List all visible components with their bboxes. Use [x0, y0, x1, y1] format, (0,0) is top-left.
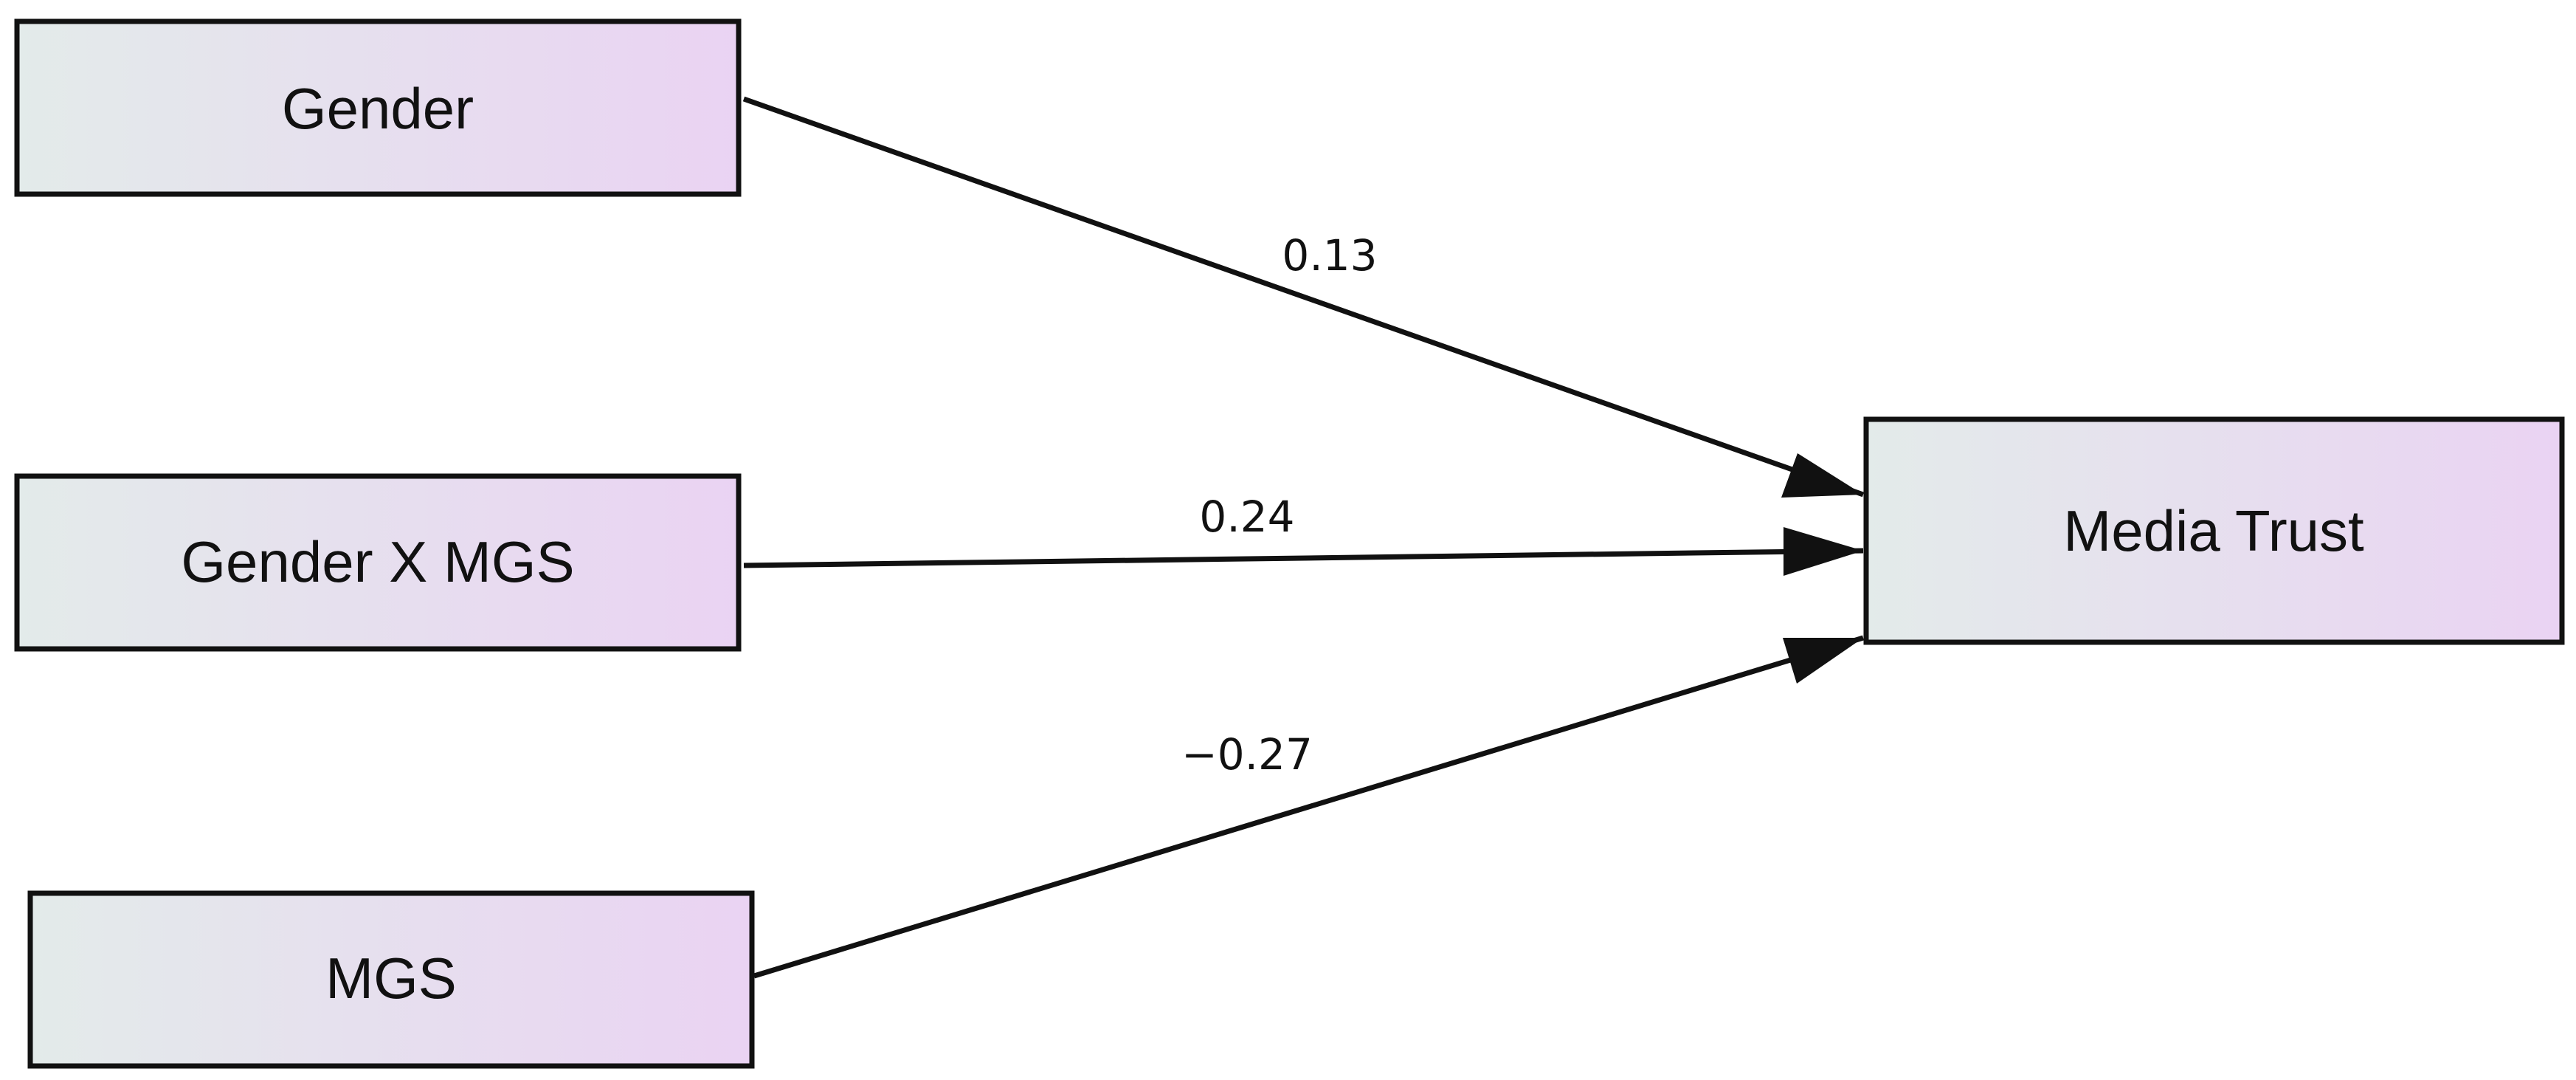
- node-gender-label: Gender: [282, 76, 474, 141]
- node-mgs: MGS: [27, 890, 755, 1069]
- node-gender-x-mgs: Gender X MGS: [14, 473, 742, 652]
- node-mgs-label: MGS: [325, 946, 457, 1011]
- node-mgs-box: [27, 890, 755, 1069]
- arrowhead-mgs-edge: [1783, 638, 1863, 684]
- arrowhead-gender-edge: [1781, 453, 1863, 498]
- edge-label-gender: 0.13: [1282, 230, 1377, 281]
- edges: [742, 96, 1865, 979]
- edge-gender-x-mgs-to-media-trust: [743, 548, 1864, 568]
- node-gender-box: [14, 18, 742, 197]
- edge-mgs-to-media-trust: [753, 635, 1865, 979]
- node-gender-x-mgs-label: Gender X MGS: [181, 529, 574, 594]
- arrowhead-gender-x-mgs-edge: [1783, 527, 1863, 576]
- edge-label-mgs: −0.27: [1181, 729, 1313, 780]
- edge-label-gender-x-mgs: 0.24: [1199, 492, 1294, 542]
- edge-gender-to-media-trust: [742, 96, 1865, 498]
- node-media-trust-box: [1863, 416, 2565, 645]
- node-gender: Gender: [14, 18, 742, 197]
- node-media-trust: Media Trust: [1863, 416, 2565, 645]
- node-gender-x-mgs-box: [14, 473, 742, 652]
- node-media-trust-label: Media Trust: [2063, 498, 2364, 563]
